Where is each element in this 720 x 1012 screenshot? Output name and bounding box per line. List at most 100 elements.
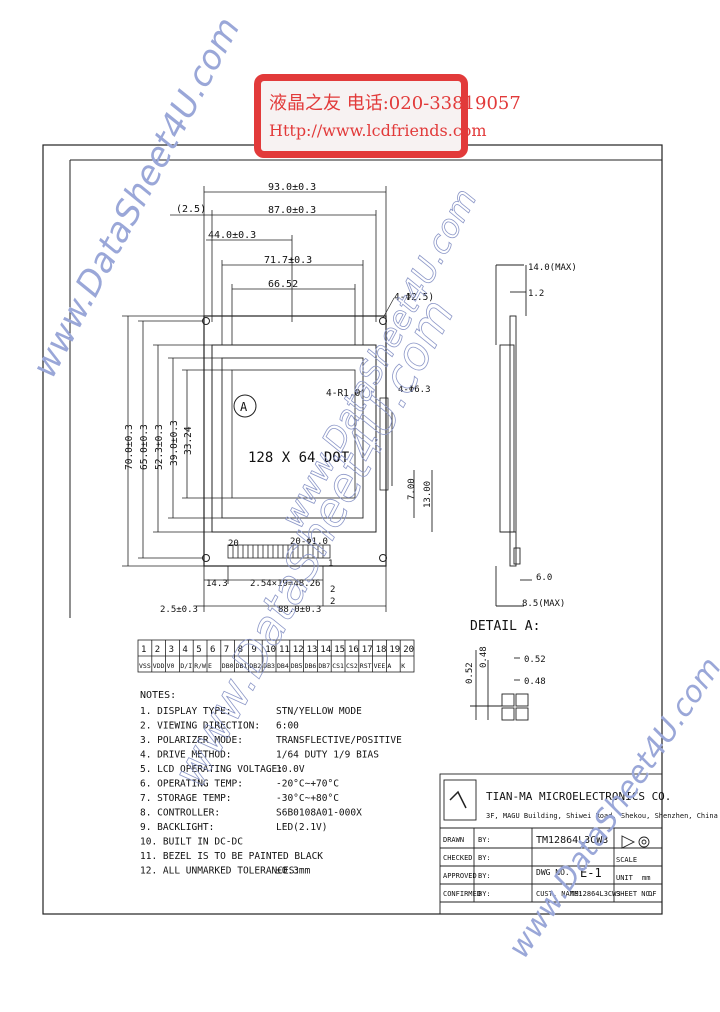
left-dimensions: [122, 315, 232, 567]
pin-number: 7: [224, 645, 229, 655]
watermark-4: www.DataSheet4U.com: [502, 651, 720, 964]
side-8-5: 8.5(MAX): [522, 599, 565, 609]
pin-number: 8: [238, 645, 243, 655]
signoff-by: BY:: [478, 872, 491, 880]
pin-number: 6: [210, 645, 215, 655]
pin-number: 15: [334, 645, 345, 655]
pin-name: A: [387, 662, 391, 670]
dim-2-5: (2.5): [176, 204, 206, 215]
dim-2-54: 2.54×19=48.26: [250, 579, 320, 589]
pin-name: VDD: [153, 662, 165, 670]
pin-name: DB1: [236, 662, 248, 670]
pin-name: DB5: [291, 662, 303, 670]
pin-number: 16: [348, 645, 359, 655]
company-address: 3F, MAGU Building, Shiwei Road, Shekou, …: [486, 812, 718, 820]
pin-number: 3: [169, 645, 174, 655]
note-label: 2. VIEWING DIRECTION:: [140, 721, 260, 732]
sheet-label: SHEET NO.: [616, 890, 654, 898]
note-label: 10. BUILT IN DC-DC: [140, 837, 243, 848]
dim-44: 44.0±0.3: [208, 230, 256, 241]
pin-name: D/I: [180, 662, 192, 670]
pin-number: 2: [155, 645, 160, 655]
pin-name: VEE: [374, 662, 386, 670]
pin-number: 4: [182, 645, 187, 655]
signoff-label: APPROVED: [443, 872, 477, 880]
pin-name: R/W: [194, 662, 206, 670]
projection-symbol: [621, 835, 650, 849]
note-value: S6B0108A01-000X: [276, 808, 362, 819]
dim-2b: 2: [330, 597, 335, 607]
dim-2: 2: [330, 585, 335, 595]
note-value: TRANSFLECTIVE/POSITIVE: [276, 735, 402, 746]
note-label: 4. DRIVE METHOD:: [140, 750, 232, 761]
detail-a-letter: A: [240, 400, 248, 414]
pin-name: DB0: [222, 662, 234, 670]
note-label: 8. CONTROLLER:: [140, 808, 220, 819]
bezel-outline: [211, 344, 377, 533]
note-value: -20°C~+70°C: [276, 779, 339, 790]
pin-number: 1: [141, 645, 146, 655]
pin-name: RST: [360, 662, 372, 670]
dim-71-7: 71.7±0.3: [264, 255, 312, 266]
stamp-url: Http://www.lcdfriends.com: [269, 121, 487, 140]
pin-number: 11: [279, 645, 290, 655]
pin-number: 19: [389, 645, 400, 655]
side-6: 6.0: [536, 573, 552, 583]
pin-name: V0: [167, 662, 175, 670]
title-block: [439, 773, 663, 915]
dwg-number: E-1: [580, 866, 602, 880]
note-label: 6. OPERATING TEMP:: [140, 779, 243, 790]
detail-a-marker: [233, 394, 257, 418]
pin-20-label: 20: [228, 539, 239, 549]
detail-v052: 0.52: [465, 662, 475, 684]
scale-label: SCALE: [616, 856, 637, 864]
detail-title: DETAIL A:: [470, 619, 540, 634]
pin-number: 17: [362, 645, 373, 655]
side-13: 13.00: [423, 481, 433, 508]
pin-number: 20: [403, 645, 414, 655]
side-view: [391, 264, 532, 607]
cust-value: TM12864L3CW3: [570, 890, 621, 898]
active-area: [231, 369, 356, 499]
notes-title: NOTES:: [140, 690, 176, 701]
side-1-2: 1.2: [528, 289, 544, 299]
pin-1-label: 1: [328, 559, 333, 569]
stamp-phone: 液晶之友 电话:020-33819057: [269, 93, 521, 114]
corner-radius: 4-R1.0: [326, 388, 361, 399]
note-value: 1/64 DUTY 1/9 BIAS: [276, 750, 379, 761]
hole-diameter: 4-Φ2.5): [394, 292, 434, 303]
pcb-outline: [203, 315, 387, 567]
detail-a-drawing: [470, 650, 529, 721]
detail-v048: 0.48: [479, 646, 489, 668]
side-14: 14.0(MAX): [528, 263, 577, 273]
dim-33-24: 33.24: [183, 426, 194, 455]
bottom-dimensions: [196, 566, 387, 612]
model-number: TM12864L3CW3: [536, 835, 608, 846]
pin-number: 18: [376, 645, 387, 655]
pin-name: CS1: [332, 662, 344, 670]
dwg-label: DWG NO.: [536, 868, 570, 877]
top-dimensions: [170, 186, 387, 345]
side-connector: [379, 397, 389, 491]
note-value: ±0.3mm: [276, 866, 311, 877]
pin-number: 10: [265, 645, 276, 655]
note-label: 12. ALL UNMARKED TOLERANCES:: [140, 866, 300, 877]
detail-h048: 0.48: [524, 677, 546, 687]
watermark-1: www.DataSheet4U.com: [25, 11, 249, 384]
signoff-label: DRAWN: [443, 836, 464, 844]
pin-name: DB2: [249, 662, 261, 670]
note-value: LED(2.1V): [276, 822, 327, 833]
dim-93: 93.0±0.3: [268, 182, 316, 193]
dim-70: 70.0±0.3: [124, 424, 135, 470]
note-label: 7. STORAGE TEMP:: [140, 793, 232, 804]
note-label: 3. POLARIZER MODE:: [140, 735, 243, 746]
display-resolution: 128 X 64 DOT: [248, 450, 350, 466]
sheet-value: OF: [648, 890, 656, 898]
note-label: 9. BACKLIGHT:: [140, 822, 214, 833]
note-label: 11. BEZEL IS TO BE PAINTED BLACK: [140, 851, 323, 862]
side-6-3: 4-Φ6.3: [398, 385, 431, 395]
signoff-label: CHECKED: [443, 854, 473, 862]
dim-88: 88.0±0.3: [278, 605, 321, 615]
